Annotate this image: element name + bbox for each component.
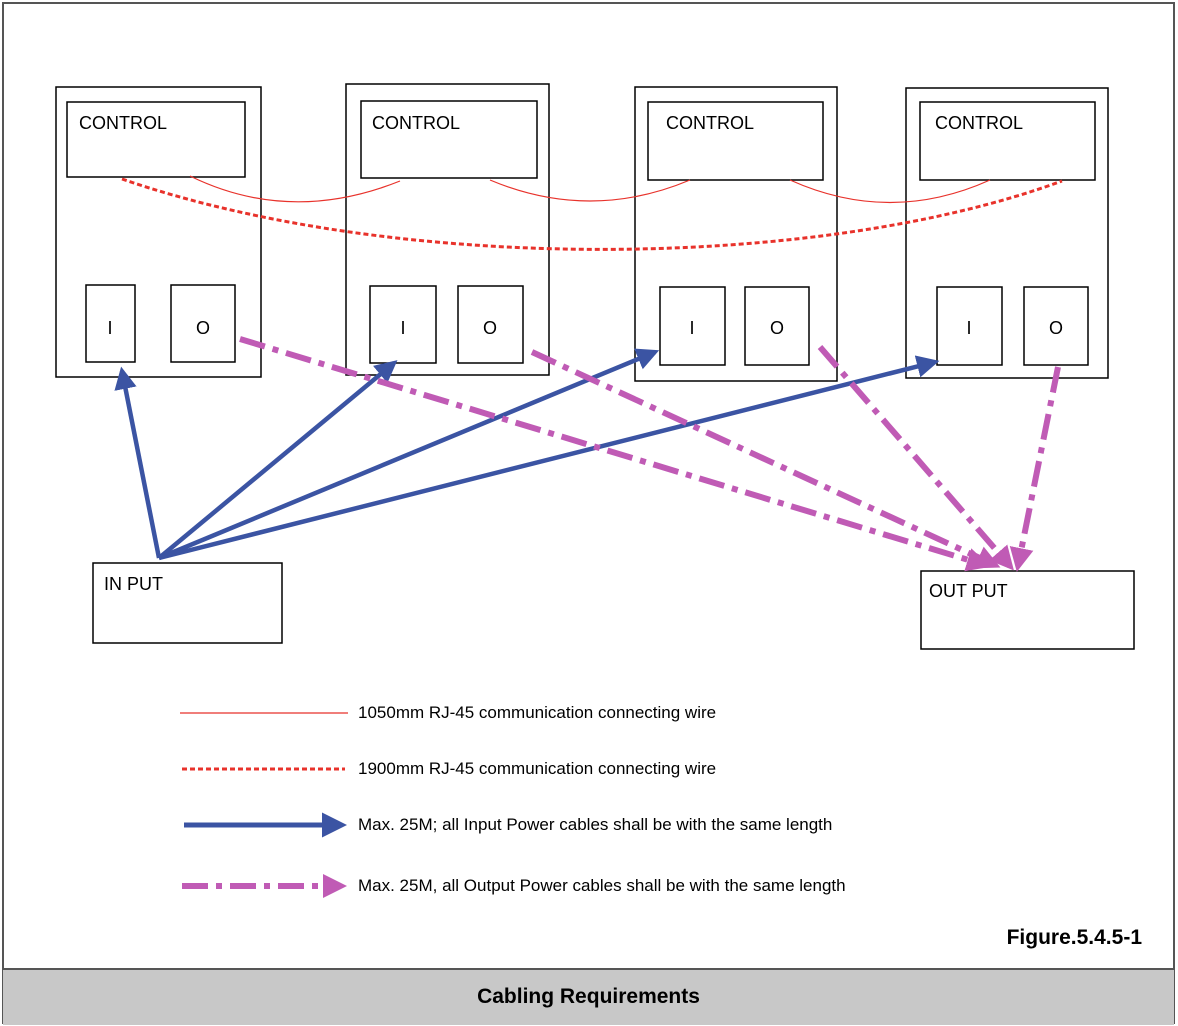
input-port xyxy=(659,286,726,366)
legend-text-input-cable: Max. 25M; all Input Power cables shall b… xyxy=(358,815,833,834)
input-supply-label: IN PUT xyxy=(104,574,164,594)
control-box xyxy=(919,101,1096,181)
unit-2 xyxy=(345,83,550,376)
unit-2-input-label: I xyxy=(400,318,406,338)
unit-2-control-label: CONTROL xyxy=(372,113,461,133)
unit-cabinet xyxy=(905,87,1109,379)
output-port xyxy=(1023,286,1089,366)
unit-2-output-label: O xyxy=(482,318,497,338)
figure-number: Figure.5.4.5-1 xyxy=(1006,926,1142,949)
unit-3-input-label: I xyxy=(689,318,695,338)
legend-text-output-cable: Max. 25M, all Output Power cables shall … xyxy=(358,876,846,895)
unit-3-control-label: CONTROL xyxy=(666,113,755,133)
unit-4-output-label: O xyxy=(1048,318,1063,338)
unit-cabinet xyxy=(345,83,550,376)
control-box xyxy=(360,100,538,179)
figure-caption: Cabling Requirements xyxy=(477,985,700,1008)
unit-1-control-label: CONTROL xyxy=(79,113,168,133)
unit-3-output-label: O xyxy=(769,318,784,338)
control-box xyxy=(66,101,246,178)
caption-bar: Cabling Requirements xyxy=(3,968,1174,1025)
legend-samples xyxy=(180,712,348,898)
rj45-1900mm-wire xyxy=(121,177,1063,251)
output-port xyxy=(170,284,236,363)
unit-cabinet xyxy=(55,86,262,378)
rj45-1050mm-wires xyxy=(189,175,991,204)
output-supply-label: OUT PUT xyxy=(929,581,1008,601)
output-power-cables xyxy=(239,336,1061,572)
input-power-cables xyxy=(114,348,940,561)
legend-text-1050mm: 1050mm RJ-45 communication connecting wi… xyxy=(358,703,717,722)
control-box xyxy=(647,101,824,181)
input-port xyxy=(369,285,437,364)
unit-1 xyxy=(55,86,262,378)
input-supply-box xyxy=(92,562,283,644)
unit-4 xyxy=(905,87,1109,379)
unit-4-input-label: I xyxy=(966,318,972,338)
input-port xyxy=(936,286,1003,366)
output-port xyxy=(457,285,524,364)
unit-1-output-label: O xyxy=(195,318,210,338)
input-port xyxy=(85,284,136,363)
legend-text-1900mm: 1900mm RJ-45 communication connecting wi… xyxy=(358,759,717,778)
unit-4-control-label: CONTROL xyxy=(935,113,1024,133)
output-port xyxy=(744,286,810,366)
unit-1-input-label: I xyxy=(107,318,113,338)
